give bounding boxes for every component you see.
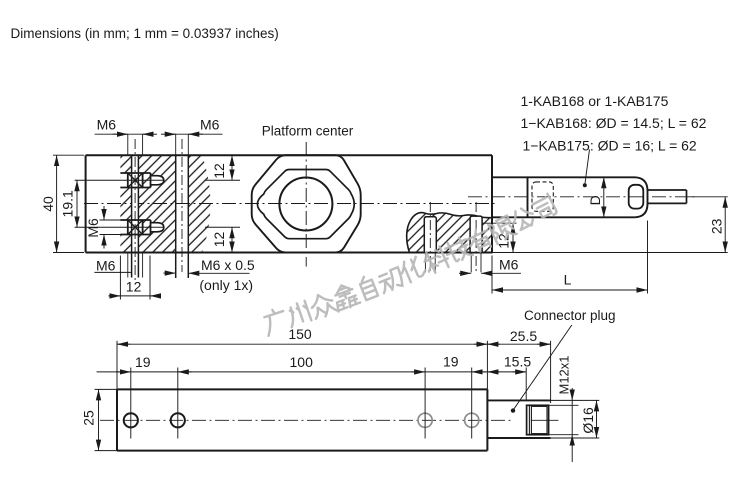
svg-text:12: 12 [211, 163, 227, 179]
svg-text:Connector plug: Connector plug [524, 308, 616, 323]
svg-text:M6: M6 [96, 258, 116, 274]
svg-text:(only 1x): (only 1x) [199, 277, 253, 293]
svg-text:Dimensions (in mm; 1 mm = 0.03: Dimensions (in mm; 1 mm = 0.03937 inches… [11, 26, 279, 41]
svg-text:23: 23 [708, 218, 724, 234]
svg-text:25: 25 [80, 410, 96, 426]
svg-text:M6 x 0.5: M6 x 0.5 [201, 257, 255, 273]
svg-text:1−KAB175: ØD = 16; L = 62: 1−KAB175: ØD = 16; L = 62 [523, 137, 697, 153]
svg-text:15.5: 15.5 [504, 354, 531, 370]
svg-text:25.5: 25.5 [510, 328, 537, 344]
svg-text:150: 150 [288, 326, 312, 342]
svg-text:D: D [587, 195, 603, 205]
svg-text:M6: M6 [97, 116, 117, 132]
svg-text:M6: M6 [85, 218, 101, 238]
svg-text:M6: M6 [200, 116, 220, 132]
svg-text:100: 100 [290, 354, 314, 370]
svg-text:1-KAB168 or 1-KAB175: 1-KAB168 or 1-KAB175 [521, 93, 669, 109]
svg-text:Platform center: Platform center [262, 124, 354, 139]
svg-text:M12x1: M12x1 [557, 355, 572, 394]
svg-text:12: 12 [211, 232, 227, 248]
svg-text:19.1: 19.1 [60, 190, 76, 217]
svg-text:1−KAB168: ØD = 14.5; L = 62: 1−KAB168: ØD = 14.5; L = 62 [521, 115, 707, 131]
svg-text:19: 19 [443, 354, 459, 370]
svg-text:M6: M6 [499, 257, 519, 273]
svg-text:19: 19 [135, 354, 151, 370]
svg-text:Ø16: Ø16 [580, 407, 596, 434]
svg-text:12: 12 [126, 279, 142, 295]
svg-text:L: L [564, 272, 572, 288]
svg-text:40: 40 [40, 196, 56, 212]
